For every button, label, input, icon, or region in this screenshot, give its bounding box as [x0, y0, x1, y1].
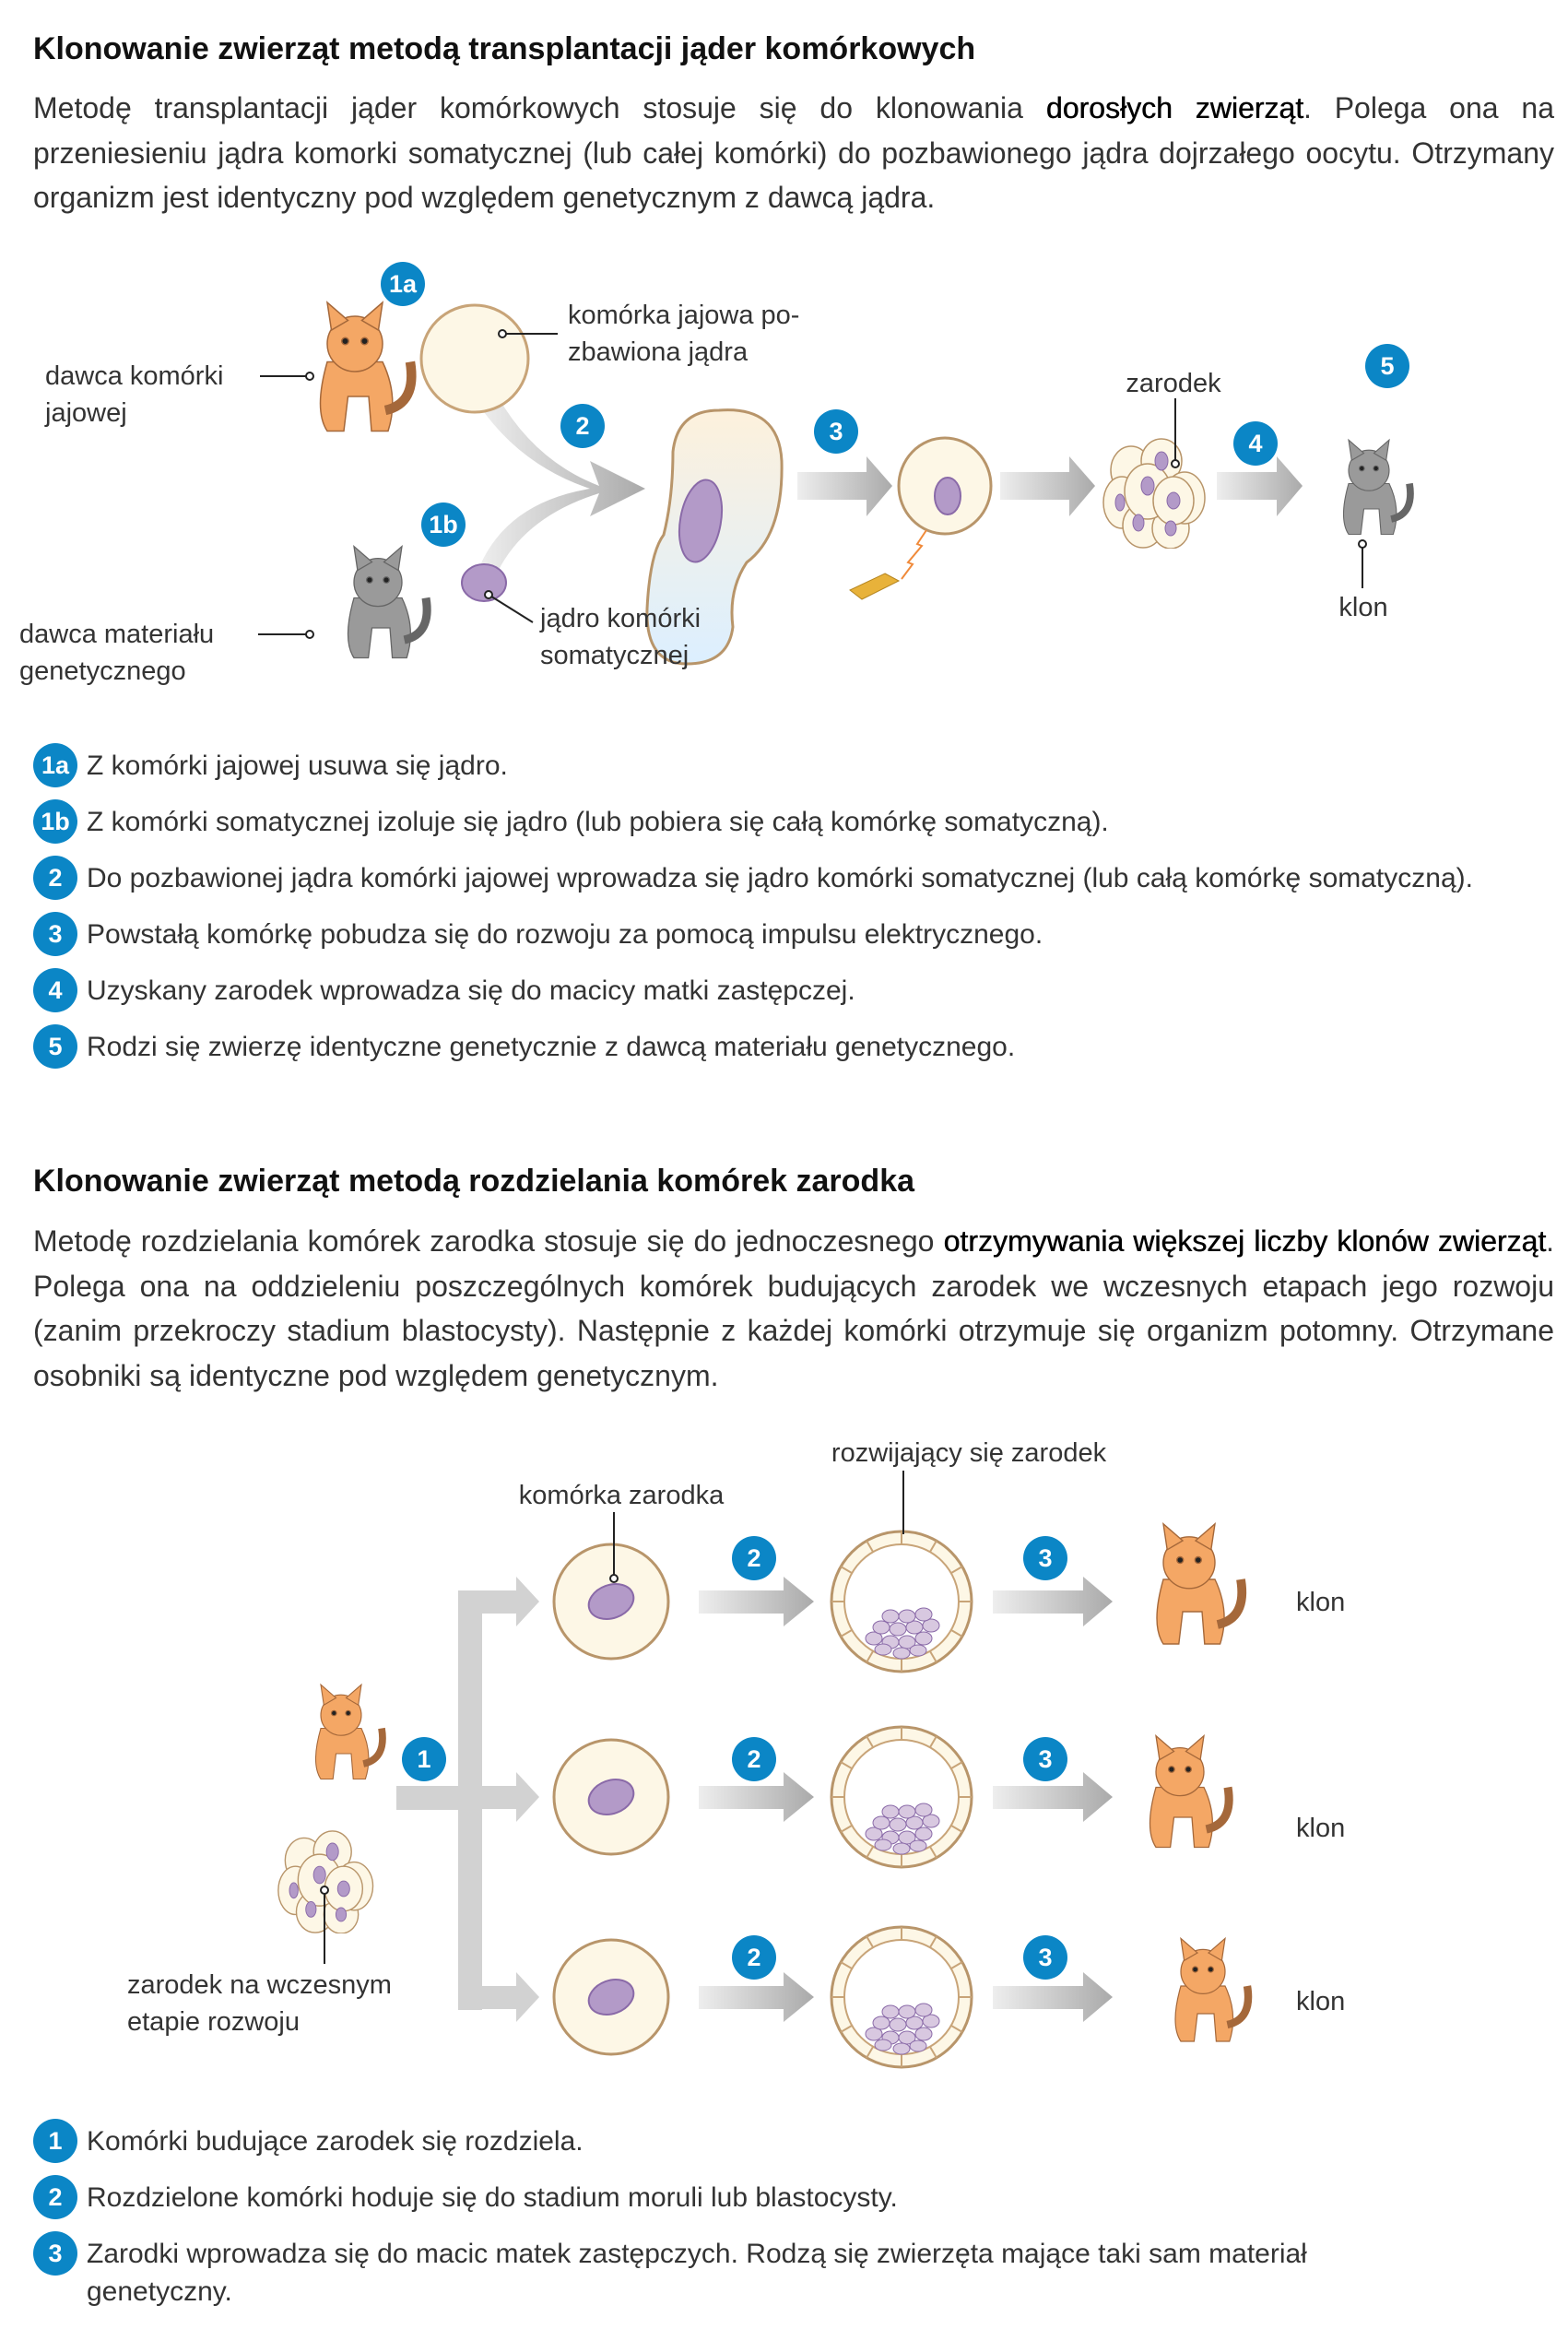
step-badge: 2 [33, 856, 77, 900]
section2-steps: 1 Komórki budujące zarodek się rozdziela.… [33, 2119, 1554, 2329]
step-badge: 1b [33, 799, 77, 844]
step-badge: 3 [33, 912, 77, 956]
label-embryo: zarodek [1126, 369, 1221, 398]
label-line: zarodek na wczesnym [127, 1970, 392, 2000]
label-enucleated-egg: komórka jajowa po-zbawiona jądra [568, 297, 799, 371]
clone-cat [1175, 1938, 1248, 2041]
somatic-nucleus [461, 563, 507, 602]
clone-cat [1150, 1736, 1230, 1848]
label-genetic-donor: dawca materiału genetycznego [19, 616, 214, 690]
step-text: Powstałą komórkę pobudza się do rozwoju … [87, 919, 1043, 950]
label-line: zbawiona jądra [568, 337, 749, 367]
section1-steps: 1a Z komórki jajowej usuwa się jądro. 1b Z… [33, 743, 1554, 1084]
step-badge: 3 [1023, 1737, 1067, 1781]
step-badge: 3 [33, 2231, 77, 2276]
step-item: 2 Rozdzielone komórki hoduje się do stadi… [33, 2175, 1554, 2219]
process-arrows [797, 456, 1303, 516]
step-badge: 4 [33, 968, 77, 1012]
label-embryo-cell: komórka zarodka [518, 1481, 725, 1510]
spark-icon [901, 529, 927, 580]
merge-arrow [479, 396, 645, 572]
label-clone: klon [1296, 1987, 1346, 2016]
step-item: 3 Powstałą komórkę pobudza się do rozwoju… [33, 912, 1554, 956]
step-badge: 2 [732, 1737, 776, 1781]
label-line: jajowej [45, 398, 127, 428]
process-arrows [699, 1577, 1113, 2022]
label-line: komórka jajowa po- [568, 301, 800, 330]
step-item: 1 Komórki budujące zarodek się rozdziela. [33, 2119, 1554, 2163]
step-badge: 1b [421, 502, 466, 547]
step-badge: 1a [381, 262, 425, 306]
step-badge: 1 [402, 1737, 446, 1781]
blastocyst [830, 1725, 973, 1869]
label-line: dawca komórki [45, 361, 224, 391]
bold-segment: otrzymywania większej liczby klonów zwie… [943, 1224, 1547, 1258]
clone-cat [1157, 1524, 1242, 1644]
blastocyst [830, 1530, 973, 1673]
step-text: Komórki budujące zarodek się rozdziela. [87, 2126, 584, 2157]
text-segment: . Polega ona na przeniesieniu jądra komo… [33, 91, 1554, 214]
text-segment: . Polega ona na oddzieleniu poszczególny… [33, 1224, 1554, 1392]
label-line: dawca materiału [19, 620, 215, 649]
bold-segment: dorosłych zwierząt [1045, 91, 1303, 124]
diagram-nuclear-transfer [258, 0, 1568, 666]
step-text: Z komórki jajowej usuwa się jądro. [87, 751, 508, 781]
label-developing-embryo: rozwijający się zarodek [831, 1438, 1107, 1468]
step-text: Z komórki somatycznej izoluje się jądro … [87, 807, 1109, 837]
donor-cat [316, 1685, 383, 1779]
section2-title: Klonowanie zwierząt metodą rozdzielania … [33, 1164, 915, 1199]
step-badge: 5 [33, 1024, 77, 1069]
label-line: jądro komórki [540, 604, 701, 633]
step-text: Rozdzielone komórki hoduje się do stadiu… [87, 2182, 898, 2213]
step-badge: 2 [732, 1536, 776, 1580]
label-clone: klon [1296, 1814, 1346, 1843]
step-item: 2 Do pozbawionej jądra komórki jajowej wp… [33, 856, 1554, 900]
step-text: Uzyskany zarodek wprowadza się do macicy… [87, 975, 855, 1006]
early-embryo [277, 1830, 374, 1933]
split-arrows [396, 1577, 539, 2022]
step-badge: 2 [33, 2175, 77, 2219]
step-badge: 2 [732, 1935, 776, 1980]
step-text: Rodzi się zwierzę identyczne genetycznie… [87, 1032, 1016, 1062]
label-early-embryo: zarodek na wczesnym etapie rozwoju [127, 1967, 392, 2040]
section2-paragraph: Metodę rozdzielania komórek zarodka stos… [33, 1219, 1554, 1398]
text-segment: Metodę transplantacji jąder komórkowych … [33, 91, 1046, 124]
step-badge: 1 [33, 2119, 77, 2163]
step-item: 4 Uzyskany zarodek wprowadza się do macic… [33, 968, 1554, 1012]
section1-title: Klonowanie zwierząt metodą transplantacj… [33, 31, 976, 66]
step-badge: 2 [560, 404, 605, 448]
step-text: Zarodki wprowadza się do macic matek zas… [87, 2239, 1307, 2307]
label-somatic-nucleus: jądro komórki somatycznej [540, 600, 701, 674]
label-line: genetycznego [19, 656, 186, 686]
label-clone: klon [1338, 593, 1388, 622]
step-badge: 3 [814, 409, 858, 454]
step-badge: 3 [1023, 1536, 1067, 1580]
section1-paragraph: Metodę transplantacji jąder komórkowych … [33, 86, 1554, 220]
step-badge: 4 [1233, 421, 1278, 466]
text-segment: Metodę rozdzielania komórek zarodka stos… [33, 1224, 944, 1258]
blastocyst [830, 1925, 973, 2069]
step-item: 1a Z komórki jajowej usuwa się jądro. [33, 743, 1554, 787]
step-item: 1b Z komórki somatycznej izoluje się jądr… [33, 799, 1554, 844]
step-badge: 1a [33, 743, 77, 787]
step-item: 5 Rodzi się zwierzę identyczne genetyczni… [33, 1024, 1554, 1069]
electrode-icon [849, 573, 901, 600]
step-badge: 3 [1023, 1935, 1067, 1980]
step-text: Do pozbawionej jądra komórki jajowej wpr… [87, 863, 1473, 893]
label-egg-donor: dawca komórki jajowej [45, 358, 223, 432]
label-clone: klon [1296, 1588, 1346, 1617]
label-line: somatycznej [540, 641, 690, 670]
label-line: etapie rozwoju [127, 2007, 300, 2037]
embryo-cells [552, 1543, 670, 2056]
step-badge: 5 [1365, 344, 1409, 388]
